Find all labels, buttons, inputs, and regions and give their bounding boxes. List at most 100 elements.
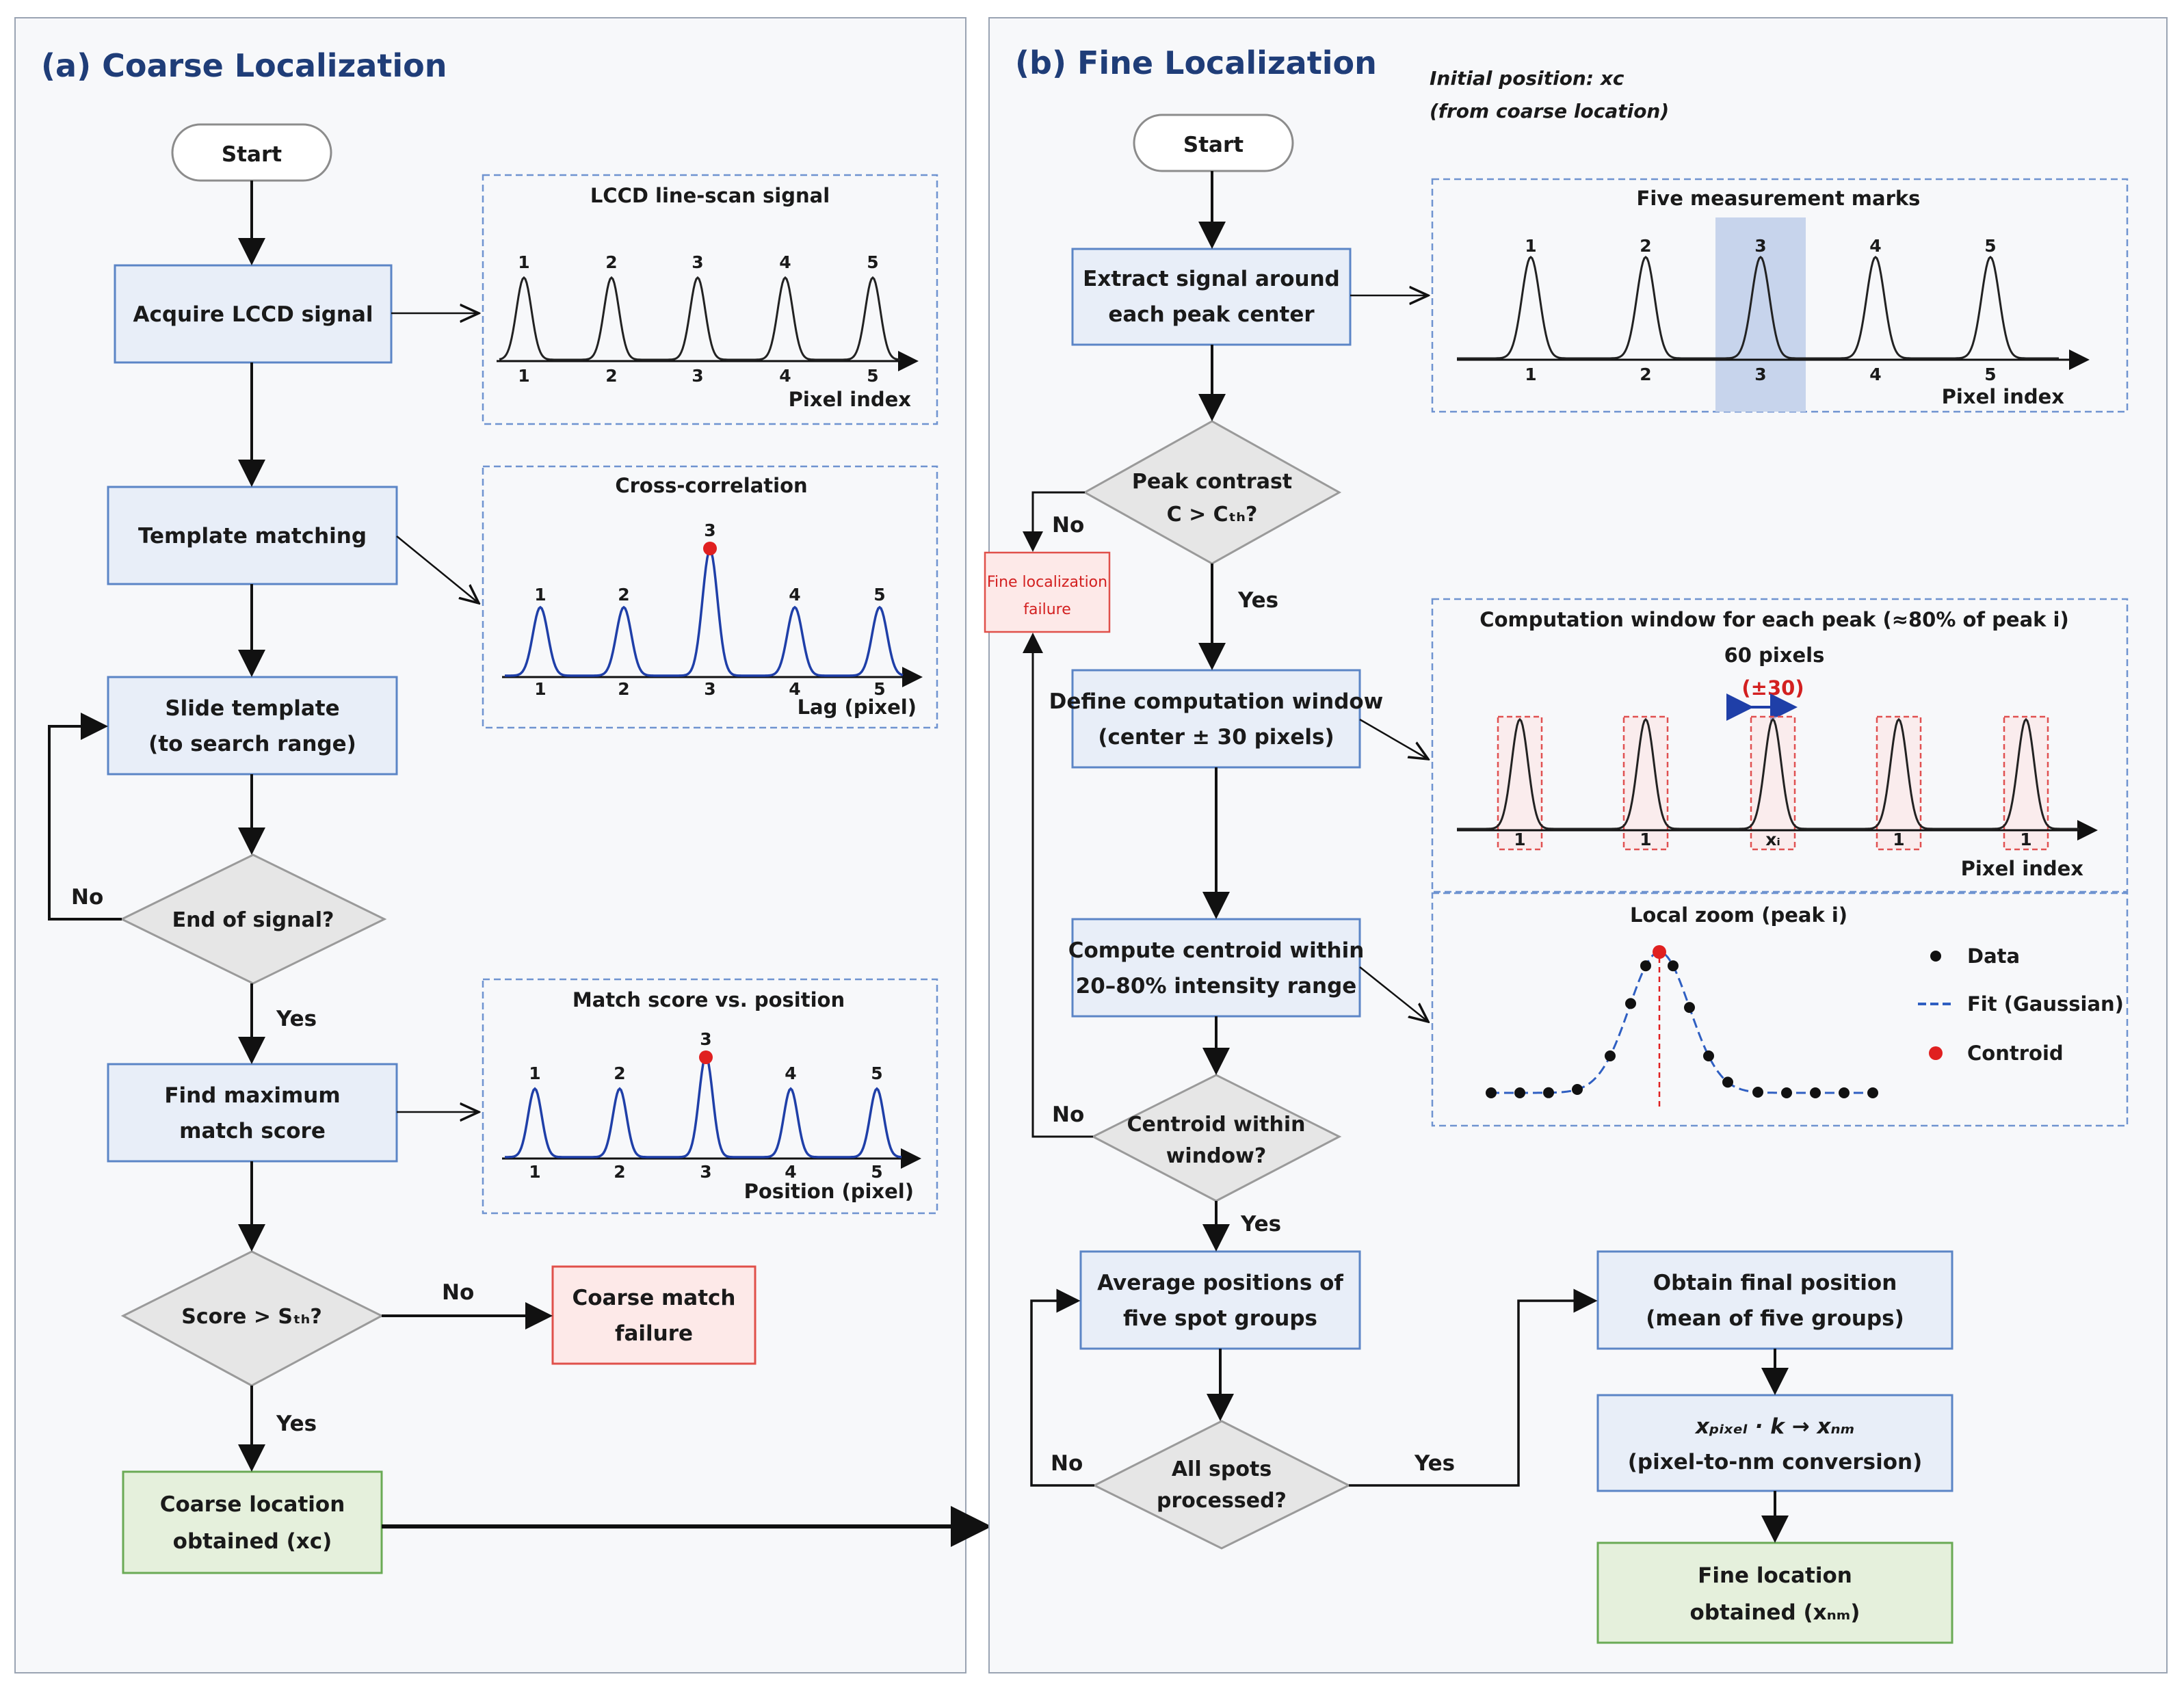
plot-lccd-peak-top-label: 4 [779, 252, 791, 272]
final-position-box [1596, 1250, 1953, 1350]
no-label-score: No [442, 1280, 474, 1305]
plot-zoom-data-point [1684, 1002, 1695, 1014]
plot-match-peak-bottom-label: 5 [871, 1162, 882, 1182]
plot-zoom-data-point [1572, 1084, 1583, 1095]
template-matching-label: Template matching [138, 524, 367, 548]
plot-match-curve [505, 1053, 902, 1159]
score-decision-label: Score > Sₜₕ? [181, 1305, 321, 1329]
initial-note-line2: (from coarse location) [1430, 100, 1669, 122]
plot-window-xlabel: Pixel index [1961, 857, 2084, 880]
plot-lccd-title: LCCD line-scan signal [590, 184, 830, 207]
coarse-failure-line1: Coarse match [572, 1286, 735, 1310]
plot-match-peak-top-label: 1 [529, 1063, 540, 1083]
plot-window-rect [1622, 715, 1669, 851]
plot-window-bottom-label: 1 [1514, 830, 1525, 849]
plot-marks-xlabel: Pixel index [1942, 385, 2065, 408]
plot-zoom-data-point [1625, 998, 1636, 1009]
arrow-allspots-final-yes [1349, 1288, 1598, 1487]
panel-a-title: (a) Coarse Localization [41, 47, 447, 84]
plot-xcorr-frame [482, 465, 938, 729]
plot-xcorr-peak-top-label: 3 [704, 520, 715, 540]
plot-xcorr-peak-bottom-label: 4 [789, 679, 800, 699]
plot-lccd-peak-top-label: 1 [518, 252, 529, 272]
no-label-end: No [71, 885, 103, 910]
define-window-line1: Define computation window [1049, 689, 1384, 714]
find-max-line2: match score [179, 1119, 326, 1143]
initial-note-line1: Initial position: xᴄ [1430, 67, 1624, 90]
plot-marks-highlight [1715, 217, 1806, 412]
plot-window-bottom-label: 1 [1640, 830, 1651, 849]
fine-location-line1: Fine location [1698, 1563, 1852, 1588]
plot-xcorr-peak-top-label: 2 [618, 585, 629, 605]
plot-xcorr-peak-bottom-label: 3 [704, 679, 715, 699]
plot-zoom-data-point [1543, 1087, 1554, 1098]
plot-zoom-title: Local zoom (peak i) [1630, 903, 1847, 927]
fine-failure-line2: failure [1023, 601, 1071, 618]
define-window-line2: (center ± 30 pixels) [1098, 725, 1334, 750]
coarse-location-line2: obtained (xᴄ) [173, 1529, 332, 1554]
plot-window-subtitle: 60 pixels [1724, 644, 1825, 667]
plot-window-bottom-label: xᵢ [1765, 830, 1780, 849]
fine-location-line2: obtained (xₙₘ) [1690, 1600, 1860, 1625]
plot-marks-peak-bottom-label: 4 [1869, 365, 1881, 384]
plot-xcorr-curve [505, 547, 904, 677]
fine-failure-line1: Fine localization [987, 574, 1107, 591]
acquire-signal-box [114, 264, 393, 364]
plot-zoom-frame [1431, 892, 2129, 1127]
plot-match-peak-top-label: 3 [700, 1029, 711, 1049]
slide-template-box [107, 676, 398, 776]
plot-window-bottom-label: 1 [1893, 830, 1904, 849]
plot-match-peak-bottom-label: 2 [614, 1162, 625, 1182]
plot-match-peak-bottom-label: 3 [700, 1162, 711, 1182]
extract-signal-line1: Extract signal around [1083, 267, 1340, 291]
slide-template-line1: Slide template [165, 696, 339, 721]
arrow-centroid-plot [1359, 966, 1428, 1022]
plot-lccd-peak-bottom-label: 1 [518, 366, 529, 386]
extract-signal-line2: each peak center [1108, 302, 1315, 327]
template-matching-box [107, 486, 398, 585]
legend-data-label: Data [1967, 944, 2020, 968]
plot-lccd-peak-bottom-label: 2 [605, 366, 617, 386]
define-window-box [1071, 669, 1361, 769]
plot-marks-peak-top-label: 4 [1869, 236, 1881, 256]
plot-marks-peak-bottom-label: 5 [1984, 365, 1996, 384]
plot-zoom-data-point [1703, 1050, 1714, 1061]
plot-match-peak-bottom-label: 1 [529, 1162, 540, 1182]
plot-lccd-frame [482, 174, 938, 425]
arrow-end-loop-no [48, 713, 122, 921]
peak-contrast-line1: Peak contrast [1132, 470, 1292, 494]
all-spots-decision [1092, 1420, 1352, 1550]
fine-failure-box [984, 551, 1111, 633]
plot-xcorr-peak-bottom-label: 5 [873, 679, 885, 699]
plot-marks-peak-bottom-label: 2 [1640, 365, 1651, 384]
plot-zoom-data-point [1486, 1087, 1497, 1098]
no-label-contrast: No [1052, 513, 1084, 538]
plot-xcorr-peak-bottom-label: 1 [534, 679, 546, 699]
find-max-box [107, 1063, 398, 1163]
extract-signal-box [1071, 248, 1352, 346]
plot-xcorr-peak-top-label: 5 [873, 585, 885, 605]
plot-lccd-peak-top-label: 2 [605, 252, 617, 272]
panel-b-title: (b) Fine Localization [1015, 44, 1377, 81]
start-label-a: Start [222, 142, 282, 167]
plot-zoom-data-point [1781, 1087, 1792, 1098]
conversion-box [1596, 1394, 1953, 1492]
yes-label-score: Yes [276, 1412, 317, 1436]
plot-marks-peak-top-label: 3 [1754, 236, 1766, 256]
yes-label-end: Yes [276, 1007, 317, 1031]
all-spots-line1: All spots [1172, 1457, 1272, 1481]
plot-match-peak-marker [699, 1050, 713, 1064]
legend-centroid-label: Controid [1967, 1042, 2064, 1065]
plot-zoom-data-point [1867, 1087, 1878, 1098]
arrow-contrast-fail-no [1023, 491, 1085, 552]
plot-lccd-curve [499, 276, 901, 361]
plot-window-curve [1457, 717, 2079, 830]
yes-label-within: Yes [1240, 1212, 1281, 1236]
compute-centroid-line1: Compute centroid within [1068, 938, 1365, 963]
plot-match-peak-bottom-label: 4 [785, 1162, 796, 1182]
yes-label-contrast: Yes [1237, 588, 1278, 613]
yes-label-allspots: Yes [1414, 1451, 1455, 1476]
plot-match-xlabel: Position (pixel) [744, 1180, 914, 1203]
plot-zoom-data-point [1752, 1087, 1763, 1098]
